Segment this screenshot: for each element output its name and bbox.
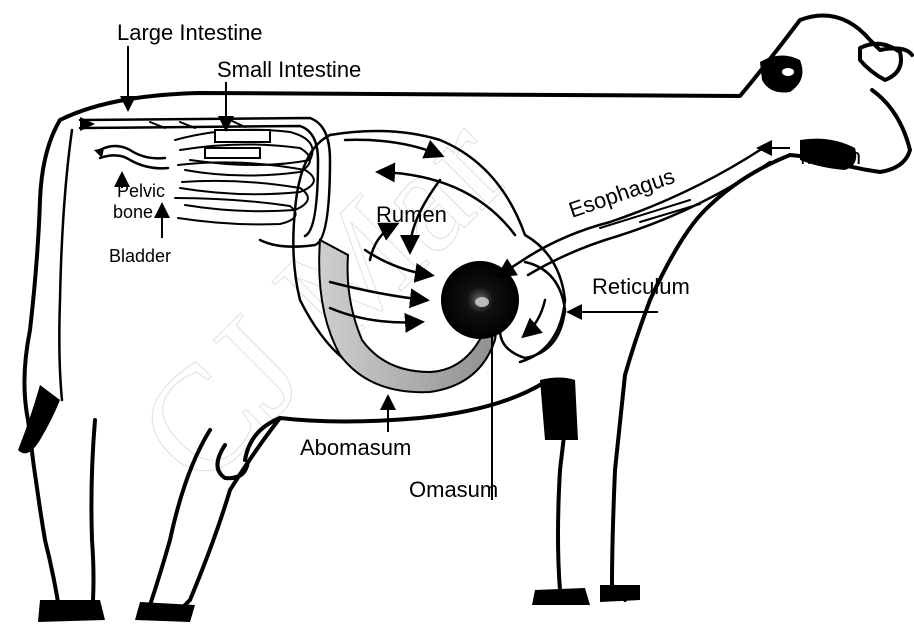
label-esophagus: Esophagus (565, 163, 677, 222)
label-bone: bone (113, 202, 153, 222)
label-rumen: Rumen (376, 202, 447, 227)
label-mouth: Mouth (800, 144, 861, 169)
label-pelvic: Pelvic (117, 181, 165, 201)
label-abomasum: Abomasum (300, 435, 411, 460)
omasum-organ (442, 262, 518, 338)
esophagus-tube (520, 150, 770, 275)
label-bladder: Bladder (109, 246, 171, 266)
label-small-intestine: Small Intestine (217, 57, 361, 82)
small-intestine-coils (175, 130, 314, 225)
label-omasum: Omasum (409, 477, 498, 502)
label-large-intestine: Large Intestine (117, 20, 263, 45)
label-reticulum: Reticulum (592, 274, 690, 299)
pelvic-region (94, 146, 168, 168)
